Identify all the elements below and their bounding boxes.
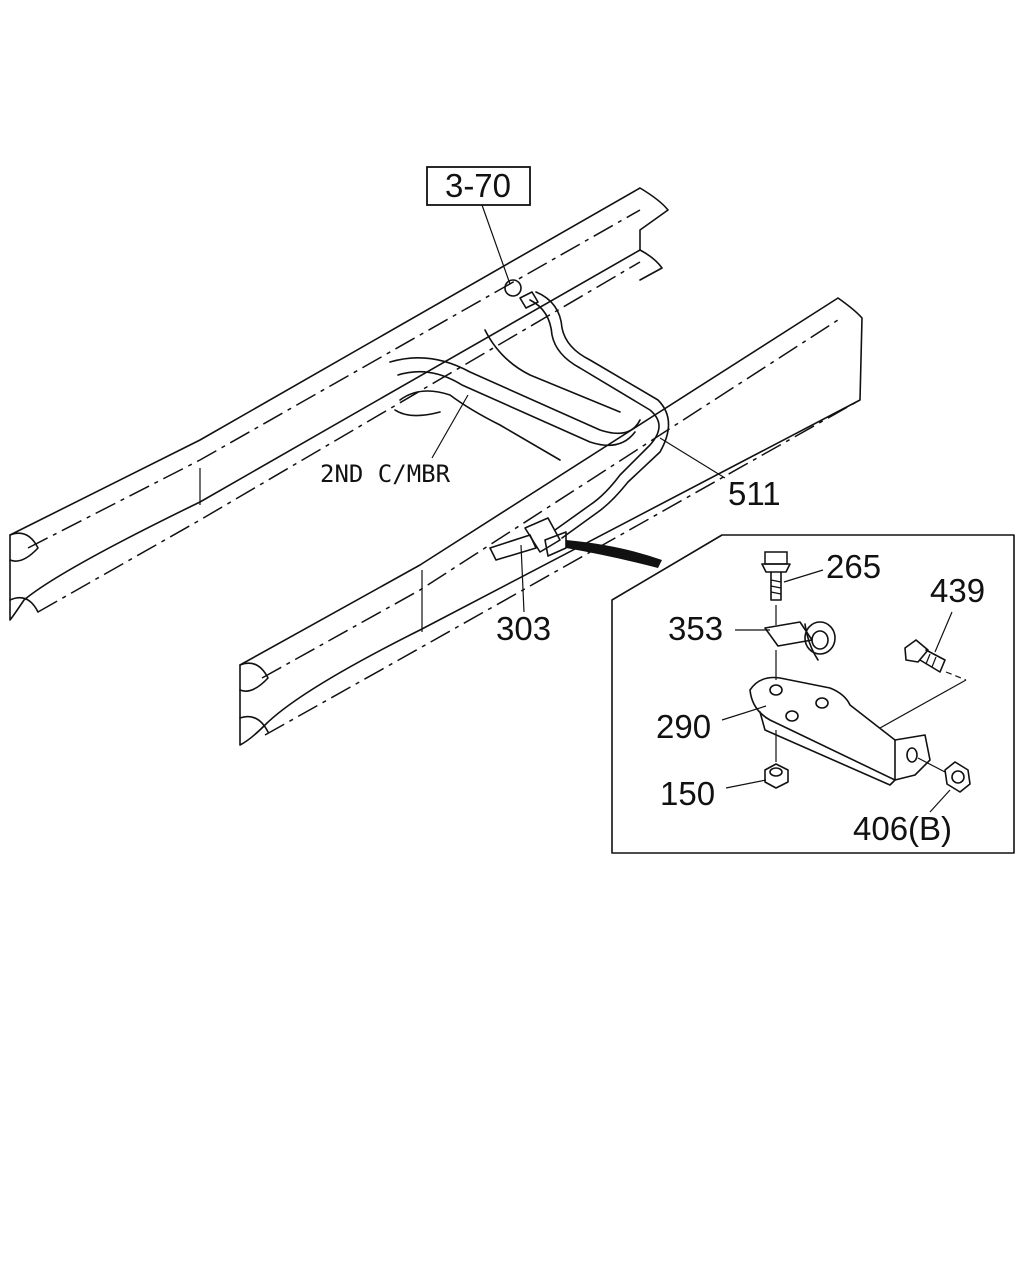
reference-box-label: 3-70 xyxy=(445,167,511,204)
reference-leader xyxy=(481,204,511,285)
nut-406b xyxy=(944,761,971,793)
callout-150: 150 xyxy=(660,775,715,812)
nut-150 xyxy=(764,763,789,789)
callout-511: 511 xyxy=(728,475,781,512)
clip-303 xyxy=(489,517,662,568)
cross-member-label: 2ND C/MBR xyxy=(320,460,451,488)
callout-511-leader xyxy=(659,437,726,479)
callout-406b: 406(B) xyxy=(853,810,952,847)
pipe-511 xyxy=(504,279,670,539)
callout-290: 290 xyxy=(656,708,711,745)
left-frame-rail xyxy=(9,187,669,621)
callout-439: 439 xyxy=(930,572,985,609)
cross-member xyxy=(389,329,641,461)
bolt-439 xyxy=(904,639,946,673)
right-frame-rail xyxy=(239,297,863,746)
detail-inset: 265 439 353 290 150 406(B) xyxy=(611,534,1015,854)
callout-303-leader xyxy=(520,544,525,613)
callout-303: 303 xyxy=(496,610,551,647)
reference-box[interactable]: 3-70 xyxy=(426,166,531,206)
cross-member-leader xyxy=(431,394,469,459)
clamp-353 xyxy=(764,621,836,661)
bracket-290 xyxy=(749,676,931,786)
callout-353: 353 xyxy=(668,610,723,647)
callout-265: 265 xyxy=(826,548,881,585)
bolt-265 xyxy=(761,551,791,601)
